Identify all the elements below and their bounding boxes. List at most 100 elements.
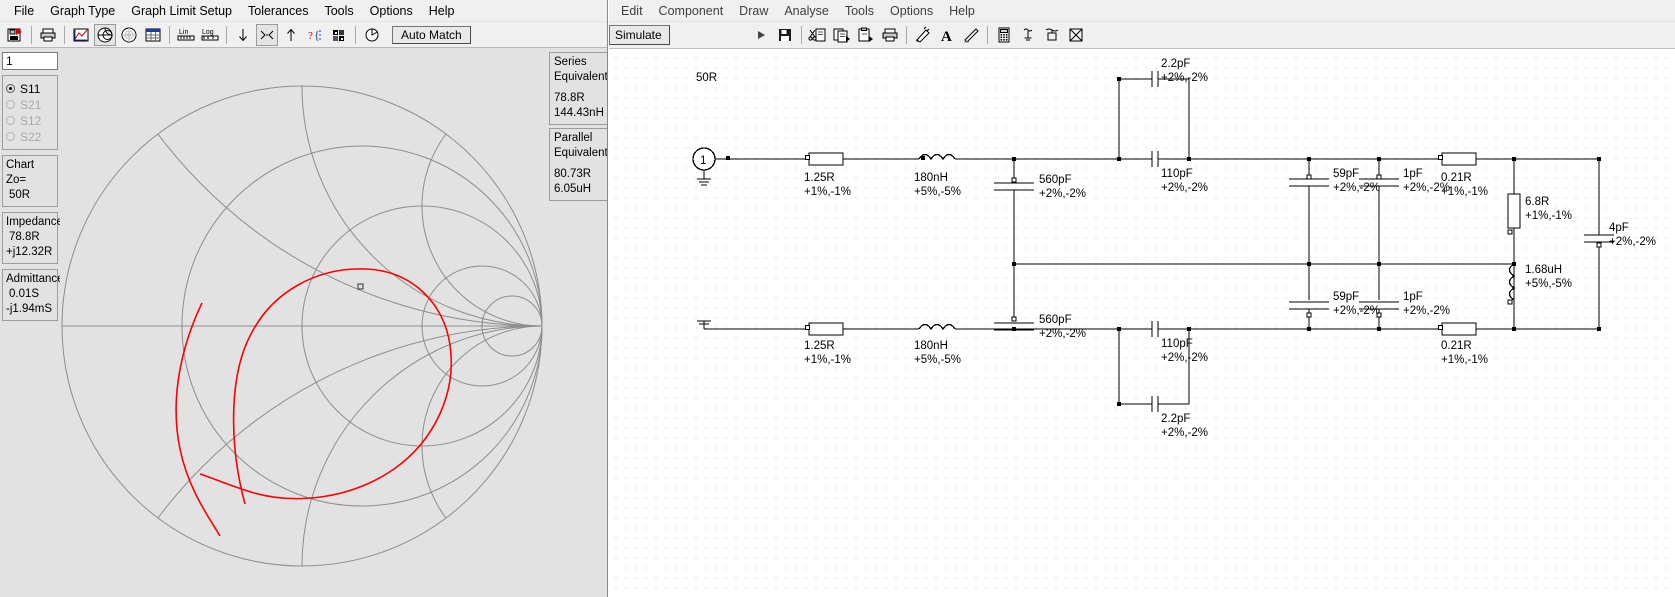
auto-match-button[interactable]: Auto Match bbox=[392, 25, 471, 44]
linear-scale-icon[interactable]: Lin bbox=[175, 24, 197, 46]
cut-icon[interactable] bbox=[807, 24, 829, 46]
paste-icon[interactable] bbox=[855, 24, 877, 46]
label-r-top-021-tol: +1%,-1% bbox=[1441, 186, 1488, 198]
smith-chart-icon[interactable] bbox=[94, 23, 116, 46]
radio-label-s12: S12 bbox=[20, 113, 42, 128]
label-c-out-4p-tol: +2%,-2% bbox=[1609, 236, 1656, 248]
series-equivalent-r: 78.8R bbox=[554, 92, 585, 104]
port-label: 50R bbox=[696, 72, 717, 84]
save-as-icon[interactable] bbox=[4, 24, 26, 46]
calculator-icon[interactable] bbox=[993, 24, 1015, 46]
menu-tools-right[interactable]: Tools bbox=[844, 3, 875, 18]
label-c-shunt-bot-59-tol: +2%,-2% bbox=[1333, 305, 1380, 317]
series-equivalent-title-2: Equivalent bbox=[554, 71, 608, 83]
text-icon[interactable]: A bbox=[936, 24, 958, 46]
schematic-editor-application: Edit Component Draw Analyse Tools Option… bbox=[609, 0, 1675, 597]
right-toolbar: Simulate bbox=[609, 22, 1675, 49]
marker-span-icon[interactable] bbox=[256, 23, 278, 46]
label-c-out-4p-value: 4pF bbox=[1609, 222, 1629, 234]
menu-component[interactable]: Component bbox=[658, 3, 724, 18]
parallel-equivalent-box: Parallel Equivalent 80.73R 6.05uH bbox=[549, 128, 608, 201]
label-c-shunt-bot-1p-value: 1pF bbox=[1403, 291, 1423, 303]
simulate-button[interactable]: Simulate bbox=[609, 25, 670, 45]
menu-edit[interactable]: Edit bbox=[621, 3, 643, 18]
log-scale-icon[interactable]: Log bbox=[199, 24, 221, 46]
smith-chart-plot[interactable] bbox=[60, 49, 549, 597]
block-icon[interactable] bbox=[1065, 24, 1087, 46]
series-equivalent-l: 144.43nH bbox=[554, 107, 604, 119]
menu-graph-limit-setup[interactable]: Graph Limit Setup bbox=[131, 3, 232, 18]
menu-help-right[interactable]: Help bbox=[949, 3, 975, 18]
label-c-shunt-top-1p-value: 1pF bbox=[1403, 168, 1423, 180]
table-icon[interactable] bbox=[142, 24, 164, 46]
run-icon[interactable] bbox=[750, 24, 772, 46]
trace-number-input[interactable]: 1 bbox=[2, 52, 58, 70]
smith-chart-application: File Graph Type Graph Limit Setup Tolera… bbox=[0, 0, 608, 597]
impedance-real: 78.8R bbox=[9, 231, 40, 243]
admittance-title: Admittance bbox=[6, 273, 64, 285]
parallel-equivalent-l: 6.05uH bbox=[554, 183, 592, 195]
series-equivalent-title-1: Series bbox=[554, 56, 587, 68]
label-r-top-1-tol: +1%,-1% bbox=[804, 186, 851, 198]
label-l-bot-1-value: 180nH bbox=[914, 340, 948, 352]
menu-tools[interactable]: Tools bbox=[324, 3, 354, 18]
optimise-icon[interactable] bbox=[328, 24, 350, 46]
polar-chart-icon[interactable] bbox=[118, 24, 140, 46]
port-number: 1 bbox=[700, 155, 706, 167]
label-c-top-110-value: 110pF bbox=[1161, 168, 1193, 180]
menu-help[interactable]: Help bbox=[428, 3, 455, 18]
label-c-shunt-top-560-value: 560pF bbox=[1039, 174, 1072, 186]
chart-zo-box: Chart Zo= 50R bbox=[2, 155, 58, 207]
label-l-bot-1-tol: +5%,-5% bbox=[914, 354, 961, 366]
menu-options[interactable]: Options bbox=[369, 3, 413, 18]
save-icon[interactable] bbox=[774, 24, 796, 46]
ground-icon[interactable] bbox=[1017, 24, 1039, 46]
chart-zo-title: Chart Zo= bbox=[6, 159, 35, 186]
admittance-real: 0.01S bbox=[9, 288, 40, 300]
down-arrow-icon[interactable] bbox=[232, 24, 254, 46]
radio-dot-s22 bbox=[6, 132, 15, 141]
label-l-load-1u68-value: 1.68uH bbox=[1525, 264, 1562, 276]
label-c-top-2p2-tol: +2%,-2% bbox=[1161, 72, 1208, 84]
line-icon[interactable] bbox=[960, 24, 982, 46]
radio-s11[interactable]: S11 bbox=[6, 81, 54, 96]
print-icon[interactable] bbox=[37, 24, 59, 46]
left-toolbar: Lin Log bbox=[0, 22, 607, 48]
menu-options-right[interactable]: Options bbox=[890, 3, 934, 18]
pie-icon[interactable] bbox=[361, 24, 383, 46]
impedance-box: Impedance 78.8R +j12.32R bbox=[2, 212, 63, 264]
query-braces-icon[interactable]: ? { bbox=[304, 24, 326, 46]
radio-s21[interactable]: S21 bbox=[6, 97, 54, 112]
svg-text:A: A bbox=[941, 29, 952, 44]
up-arrow-icon[interactable] bbox=[280, 24, 302, 46]
menu-tolerances[interactable]: Tolerances bbox=[248, 3, 309, 18]
port-icon[interactable] bbox=[1041, 24, 1063, 46]
highlight-pen-icon[interactable] bbox=[912, 24, 934, 46]
radio-s12[interactable]: S12 bbox=[6, 113, 54, 128]
copy-icon[interactable] bbox=[831, 24, 853, 46]
parallel-equivalent-title-2: Equivalent bbox=[554, 147, 608, 159]
graph-plot-icon[interactable] bbox=[70, 24, 92, 46]
menu-file[interactable]: File bbox=[14, 3, 35, 18]
schematic-canvas[interactable]: 50R 1 1.25R +1%,-1% 180nH +5%,-5% 560pF … bbox=[609, 49, 1675, 597]
label-c-shunt-top-1p-tol: +2%,-2% bbox=[1403, 182, 1450, 194]
radio-s22[interactable]: S22 bbox=[6, 129, 54, 144]
radio-dot-s11 bbox=[6, 84, 15, 93]
chart-marker-1[interactable] bbox=[357, 283, 364, 290]
label-c-shunt-bot-560-tol: +2%,-2% bbox=[1039, 328, 1086, 340]
print-icon-right[interactable] bbox=[879, 24, 901, 46]
label-l-load-1u68-tol: +5%,-5% bbox=[1525, 278, 1572, 290]
menu-graph-type[interactable]: Graph Type bbox=[50, 3, 116, 18]
admittance-box: Admittance 0.01S -j1.94mS bbox=[2, 269, 64, 321]
impedance-title: Impedance bbox=[6, 216, 63, 228]
parallel-equivalent-title-1: Parallel bbox=[554, 132, 593, 144]
left-side-panel: 1 S11 S21 S12 S22 bbox=[0, 49, 64, 597]
label-c-bot-110-tol: +2%,-2% bbox=[1161, 352, 1208, 364]
parallel-equivalent-r: 80.73R bbox=[554, 168, 592, 180]
label-c-bot-2p2-tol: +2%,-2% bbox=[1161, 427, 1208, 439]
label-c-shunt-bot-1p-tol: +2%,-2% bbox=[1403, 305, 1450, 317]
menu-draw[interactable]: Draw bbox=[739, 3, 769, 18]
menu-analyse[interactable]: Analyse bbox=[784, 3, 829, 18]
label-c-shunt-bot-59-value: 59pF bbox=[1333, 291, 1359, 303]
radio-label-s21: S21 bbox=[20, 97, 42, 112]
